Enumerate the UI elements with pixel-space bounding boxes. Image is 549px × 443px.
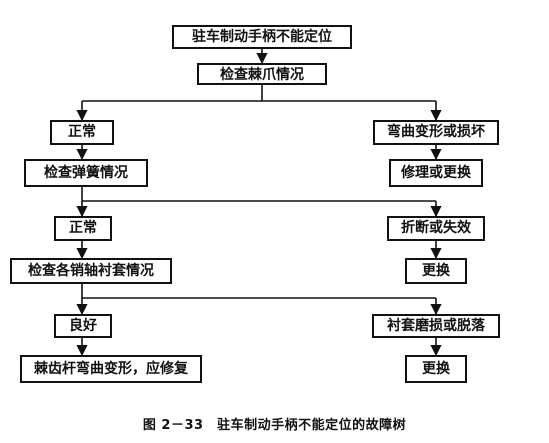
node-repair-replace: 修理或更换 bbox=[389, 159, 483, 187]
node-root: 驻车制动手柄不能定位 bbox=[172, 25, 352, 49]
node-check-ratchet: 检查棘爪情况 bbox=[197, 63, 327, 85]
fault-tree-diagram: 驻车制动手柄不能定位 检查棘爪情况 正常 弯曲变形或损坏 检查弹簧情况 修理或更… bbox=[10, 25, 500, 383]
node-bent-damaged: 弯曲变形或损坏 bbox=[373, 120, 499, 145]
node-replace-2: 更换 bbox=[405, 355, 467, 383]
node-replace-1: 更换 bbox=[405, 258, 467, 284]
figure-caption: 图 2－33 驻车制动手柄不能定位的故障树 bbox=[142, 418, 407, 433]
node-ratchet-rod: 棘齿杆弯曲变形，应修复 bbox=[20, 355, 202, 383]
node-normal-2: 正常 bbox=[54, 216, 112, 241]
node-good: 良好 bbox=[54, 314, 112, 338]
node-check-spring: 检查弹簧情况 bbox=[24, 159, 148, 187]
fault-tree-edges bbox=[76, 49, 442, 357]
node-check-pins: 检查各销轴衬套情况 bbox=[10, 258, 172, 284]
node-broken-failed: 折断或失效 bbox=[387, 216, 485, 241]
node-normal-1: 正常 bbox=[50, 120, 114, 145]
node-bushing-worn: 衬套磨损或脱落 bbox=[372, 314, 500, 338]
